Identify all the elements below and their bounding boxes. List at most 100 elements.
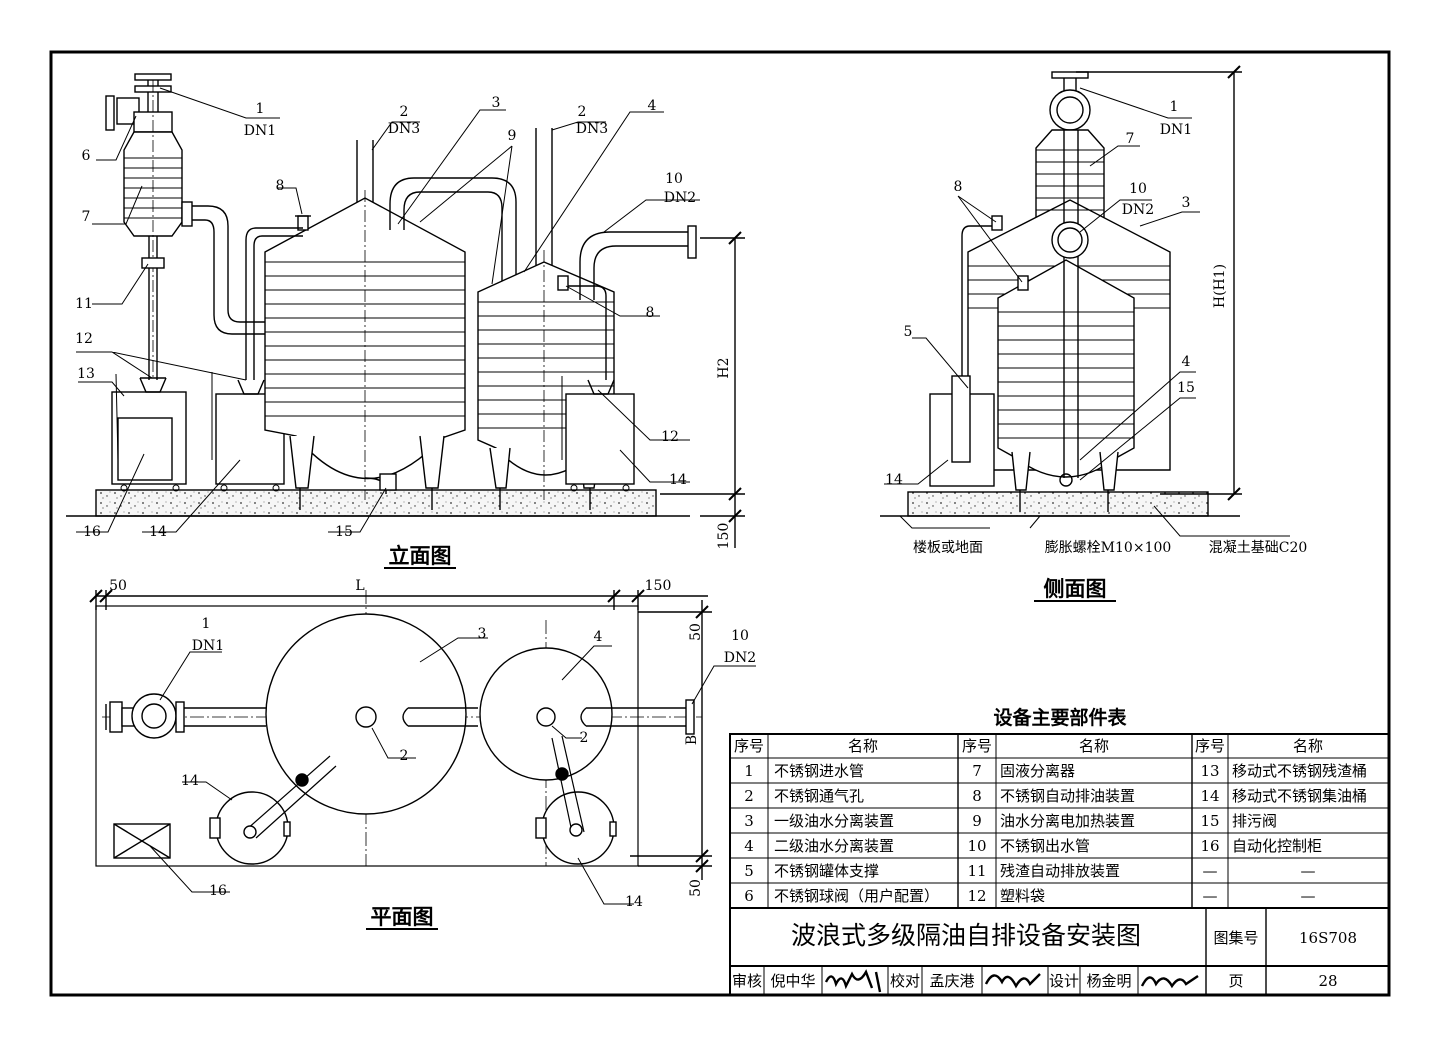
side-callout: 15 [1177,380,1195,396]
elevation-callout: DN1 [244,123,276,139]
elevation-callout: DN3 [576,121,608,137]
parts-table-title: 设备主要部件表 [993,706,1127,729]
atlas-label: 图集号 [1213,929,1258,947]
side-caption: 侧面图 [1044,577,1107,601]
dim-L: L [355,578,364,594]
part-number: 16 [1200,837,1219,855]
elevation-callout: 6 [82,148,91,164]
part-name: 固液分离器 [1000,762,1075,780]
dim-left-50: 50 [109,578,127,594]
parts-table-grid [729,733,1390,996]
elevation-view [66,73,745,548]
elevation-callout: 12 [661,429,679,445]
part-number: 13 [1200,762,1219,780]
dim-base-150: 150 [716,523,732,550]
side-callout: 14 [885,472,903,488]
elevation-callout: 15 [335,524,353,540]
signature-checker [984,973,1041,989]
part-name: 残渣自动排放装置 [1000,862,1120,880]
part-name: 不锈钢出水管 [1000,837,1090,855]
plan-callout: 10 [731,628,749,644]
elevation-callout: 16 [83,524,101,540]
part-name: 油水分离电加热装置 [1000,812,1135,830]
plan-callout: 2 [400,748,409,764]
part-name: 不锈钢自动排油装置 [1000,787,1135,805]
check-label: 校对 [890,972,920,990]
side-callout: 10 [1129,181,1147,197]
side-callout: 7 [1126,131,1135,147]
elevation-callout: 10 [665,171,683,187]
signature-reviewer [824,969,882,993]
part-number: — [1203,887,1218,905]
part-number: 8 [972,787,982,805]
concrete-base [95,489,657,517]
table-header: 名称 [848,737,878,755]
signature-designer [1140,975,1199,989]
elevation-callout: 7 [82,209,91,225]
plan-callout: 2 [580,730,589,746]
plan-callout: 16 [209,883,227,899]
plan-callout: 14 [625,894,643,910]
side-callout: DN2 [1122,202,1154,218]
table-header: 序号 [962,737,992,755]
table-header: 名称 [1079,737,1109,755]
dim-h: H(H1) [1212,264,1228,308]
plan-caption: 平面图 [371,905,434,929]
signature-marks [824,969,1199,993]
part-number: 11 [967,862,986,880]
part-name: 排污阀 [1232,812,1277,830]
note-bolt: 膨胀螺栓M10×100 [1045,539,1172,556]
plan-view [89,589,756,905]
dim-right-150: 150 [645,578,672,594]
sheet-border [49,50,1391,997]
plan-callout: DN2 [724,650,756,666]
part-number: — [1203,862,1218,880]
part-name: 移动式不锈钢集油桶 [1232,787,1367,805]
elevation-callout: 14 [669,472,687,488]
table-header: 序号 [734,737,764,755]
plan-callout: 3 [478,626,487,642]
part-number: 7 [972,762,982,780]
part-name: 不锈钢进水管 [774,762,864,780]
table-header: 序号 [1195,737,1225,755]
page-label: 页 [1228,972,1243,990]
part-number: 15 [1200,812,1219,830]
elevation-callout: 2 [400,104,409,120]
part-number: 4 [744,837,754,855]
side-callout: 3 [1182,195,1191,211]
designer-name: 杨金明 [1086,972,1131,990]
plan-callout: DN1 [192,638,224,654]
dim-h2: H2 [716,357,732,378]
elevation-callout: 8 [276,178,285,194]
plan-callout: 14 [181,773,199,789]
part-number: 1 [744,762,754,780]
part-number: 6 [744,887,754,905]
side-callout: 8 [954,179,963,195]
part-name: 不锈钢通气孔 [774,787,864,805]
plan-callout: 4 [594,629,603,645]
dim-top-50: 50 [688,623,704,641]
elevation-callout: 12 [75,331,93,347]
part-number: 9 [972,812,982,830]
review-label: 审核 [732,972,762,990]
elevation-callout: 11 [75,296,93,312]
elevation-callout: 3 [492,95,501,111]
page-number: 28 [1318,972,1337,990]
drawing-title: 波浪式多级隔油自排设备安装图 [791,921,1141,950]
part-number: 10 [967,837,986,855]
reviewer-name: 倪中华 [770,972,815,990]
part-number: 2 [744,787,754,805]
part-number: 5 [744,862,754,880]
side-callout: 5 [904,324,913,340]
part-name: 一级油水分离装置 [774,812,894,830]
part-number: 12 [967,887,986,905]
side-callout: 4 [1182,354,1191,370]
elevation-callout: 8 [646,305,655,321]
part-name: 不锈钢罐体支撑 [774,862,879,880]
note-concrete: 混凝土基础C20 [1209,539,1308,556]
part-name: 移动式不锈钢残渣桶 [1232,762,1367,780]
side-callout: DN1 [1160,122,1192,138]
part-number: 14 [1200,787,1219,805]
elevation-callout: 1 [256,101,265,117]
